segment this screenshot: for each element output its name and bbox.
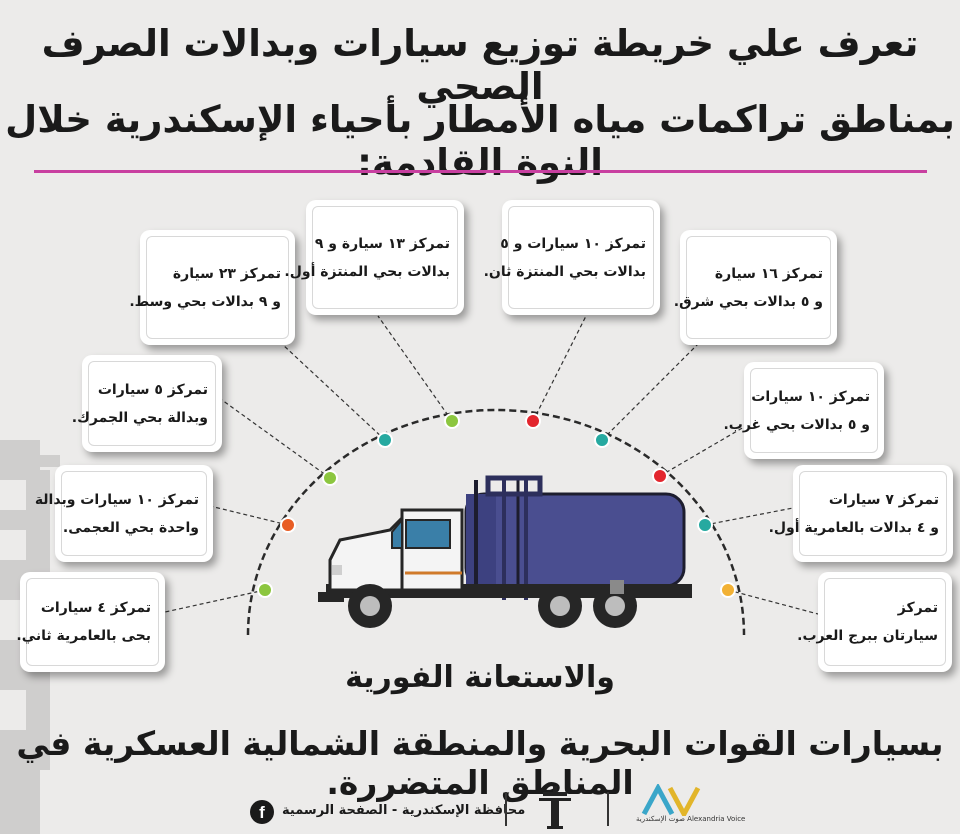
box-line-1: تمركز ٢٣ سيارة (172, 265, 281, 282)
title-divider (34, 170, 927, 173)
info-box-borg-el-arab: تمركز سيارتان ببرج العرب. (797, 572, 952, 672)
title-line-1: تعرف علي خريطة توزيع سيارات وبدالات الصر… (41, 22, 919, 108)
box-line-1: تمركز ٥ سيارات (97, 381, 208, 398)
arc-dots (257, 413, 736, 598)
arc-dot (652, 468, 668, 484)
box-line-1: تمركز ١٠ سيارات (751, 388, 870, 405)
governorate-logo (539, 786, 571, 829)
arc-dot (257, 582, 273, 598)
arc-dot (377, 432, 393, 448)
info-box-amreya-1: تمركز ٧ سيارات و ٤ بدالات بالعامرية أول. (768, 465, 953, 562)
bottom-text-line-2: بسيارات القوات البحرية والمنطقة الشمالية… (16, 724, 944, 802)
alexandria-voice-logo (641, 784, 701, 816)
alexandria-voice-label: صوت الإسكندرية Alexandria Voice (636, 815, 745, 823)
connector-line (209, 505, 289, 526)
info-box-gomrok: تمركز ٥ سيارات وبدالة بحي الجمرك. (71, 355, 222, 452)
facebook-icon[interactable]: f (250, 800, 274, 824)
arc-dot (594, 432, 610, 448)
info-box-west: تمركز ١٠ سيارات و ٥ بدالات بحي غرب. (723, 362, 884, 459)
connector-line (704, 507, 794, 526)
connector-line (377, 315, 453, 422)
arc-dot (444, 413, 460, 429)
box-line-2: و ٥ بدالات بحي غرب. (723, 416, 870, 433)
info-box-amreya-2: تمركز ٤ سيارات بحى بالعامرية ثاني. (16, 572, 165, 672)
box-line-1: تمركز ١٠ سيارات وبدالة (34, 491, 199, 508)
av-label-ar: صوت الإسكندرية (636, 815, 685, 823)
dashed-arc (246, 408, 746, 636)
footer-separator (505, 792, 507, 826)
av-label-en: Alexandria Voice (687, 815, 746, 823)
box-line-1: تمركز ١٠ سيارات و ٥ (500, 235, 646, 252)
connector-line (659, 426, 745, 477)
arc-dot (280, 517, 296, 533)
footer-separator (607, 792, 609, 826)
arc-dot (697, 517, 713, 533)
connector-line (221, 399, 331, 479)
arc-dot (322, 470, 338, 486)
connector-line (601, 337, 705, 441)
connector-line (532, 315, 587, 422)
arc-dot (720, 582, 736, 598)
title-line-2: بمناطق تراكمات مياه الأمطار بأحياء الإسك… (5, 98, 955, 184)
connector-lines (164, 315, 819, 615)
box-line-2: واحدة بحي العجمى. (62, 519, 199, 536)
connector-line (164, 589, 266, 613)
connector-line (281, 343, 386, 441)
box-line-1: تمركز ٧ سيارات (828, 491, 939, 508)
info-box-central: تمركز ٢٣ سيارة و ٩ بدالات بحي وسط. (129, 230, 295, 345)
box-line-2: وبدالة بحي الجمرك. (71, 409, 208, 426)
official-page-label: محافظة الإسكندرية - الصفحة الرسمية (282, 803, 526, 818)
info-box-montaza-2: تمركز ١٠ سيارات و ٥ بدالات بحي المنتزة ث… (483, 200, 660, 315)
box-line-1: تمركز ١٦ سيارة (714, 265, 823, 282)
box-line-2: بحى بالعامرية ثاني. (16, 628, 151, 644)
box-line-2: بدالات بحي المنتزة ثان. (483, 263, 646, 280)
info-box-east: تمركز ١٦ سيارة و ٥ بدالات بحي شرق. (673, 230, 837, 345)
bottom-text-line-1: والاستعانة الفورية (345, 660, 615, 695)
sewage-truck-illustration (318, 475, 692, 628)
box-line-1: تمركز ٤ سيارات (40, 600, 151, 616)
box-line-2: و ٩ بدالات بحي وسط. (129, 293, 281, 310)
info-box-agamy: تمركز ١٠ سيارات وبدالة واحدة بحي العجمى. (34, 465, 213, 562)
box-line-2: و ٥ بدالات بحي شرق. (673, 293, 823, 310)
info-box-montaza-1: تمركز ١٣ سيارة و ٩ بدالات بحي المنتزة أو… (284, 200, 464, 315)
arc-dot (525, 413, 541, 429)
connector-line (727, 589, 819, 615)
box-line-2: و ٤ بدالات بالعامرية أول. (768, 519, 939, 536)
box-line-2: سيارتان ببرج العرب. (797, 628, 938, 644)
box-line-1: تمركز ١٣ سيارة و ٩ (314, 235, 450, 252)
box-line-2: بدالات بحي المنتزة أول. (284, 263, 450, 280)
box-line-1: تمركز (897, 600, 938, 616)
